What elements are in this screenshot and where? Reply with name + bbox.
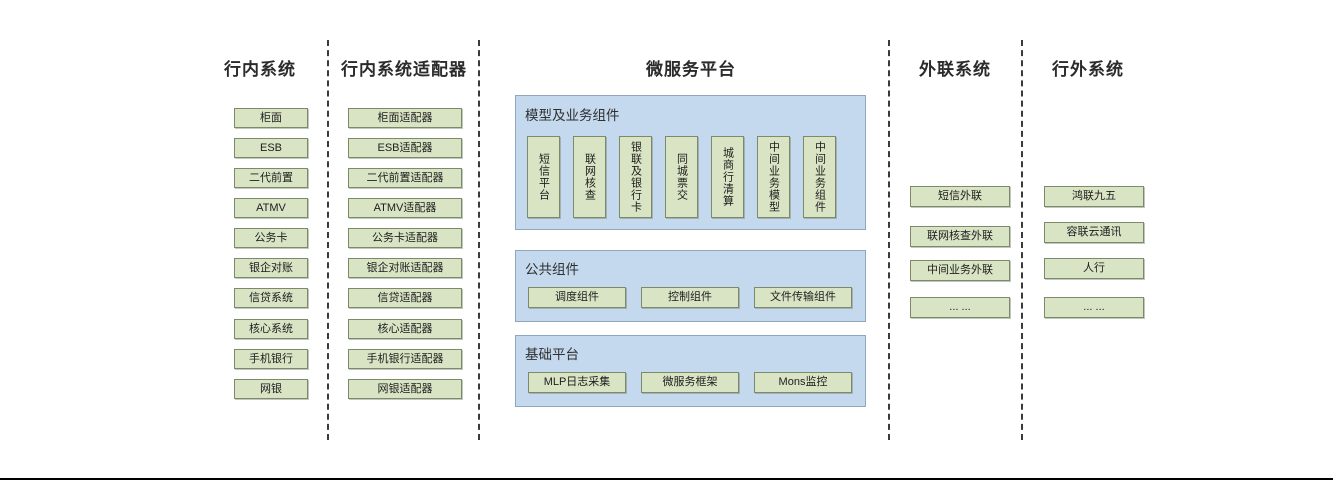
node-model-component-3[interactable]: 银联及银行卡 <box>619 136 652 218</box>
panel-title-model-business-components: 模型及业务组件 <box>525 108 620 123</box>
column-title-microservice-platform: 微服务平台 <box>646 60 736 79</box>
node-model-component-1[interactable]: 短信平台 <box>527 136 560 218</box>
bottom-divider <box>0 478 1333 480</box>
panel-public-components <box>515 250 866 322</box>
node-model-component-5-label: 城商行清算 <box>721 147 734 207</box>
node-internal-system-6[interactable]: 银企对账 <box>234 258 308 278</box>
node-internal-system-8[interactable]: 核心系统 <box>234 319 308 339</box>
node-internal-adapter-10[interactable]: 网银适配器 <box>348 379 462 399</box>
node-model-component-2-label: 联网核查 <box>583 153 596 201</box>
node-public-component-2[interactable]: 控制组件 <box>641 287 739 308</box>
node-internal-adapter-5[interactable]: 公务卡适配器 <box>348 228 462 248</box>
node-internal-system-4[interactable]: ATMV <box>234 198 308 218</box>
node-model-component-6-label: 中间业务模型 <box>767 141 780 213</box>
node-internal-adapter-6[interactable]: 银企对账适配器 <box>348 258 462 278</box>
panel-title-public-components: 公共组件 <box>525 262 579 277</box>
node-model-component-4-label: 同城票交 <box>675 153 688 201</box>
column-title-external-link-systems: 外联系统 <box>919 60 991 79</box>
node-public-component-3[interactable]: 文件传输组件 <box>754 287 852 308</box>
node-model-component-7-label: 中间业务组件 <box>813 141 826 213</box>
node-external-link-1[interactable]: 短信外联 <box>910 186 1010 207</box>
node-base-platform-2[interactable]: 微服务框架 <box>641 372 739 393</box>
column-title-internal-systems: 行内系统 <box>224 60 296 79</box>
node-outside-bank-3[interactable]: 人行 <box>1044 258 1144 279</box>
panel-base-platform <box>515 335 866 407</box>
node-external-link-3[interactable]: 中间业务外联 <box>910 260 1010 281</box>
column-separator-4 <box>1021 40 1023 440</box>
node-model-component-1-label: 短信平台 <box>537 153 550 201</box>
node-internal-adapter-1[interactable]: 柜面适配器 <box>348 108 462 128</box>
node-external-link-2[interactable]: 联网核查外联 <box>910 226 1010 247</box>
node-outside-bank-4[interactable]: ... ... <box>1044 297 1144 318</box>
node-internal-adapter-9[interactable]: 手机银行适配器 <box>348 349 462 369</box>
node-internal-system-3[interactable]: 二代前置 <box>234 168 308 188</box>
panel-title-base-platform: 基础平台 <box>525 347 579 362</box>
node-internal-adapter-3[interactable]: 二代前置适配器 <box>348 168 462 188</box>
node-internal-adapter-8[interactable]: 核心适配器 <box>348 319 462 339</box>
node-base-platform-1[interactable]: MLP日志采集 <box>528 372 626 393</box>
node-internal-system-1[interactable]: 柜面 <box>234 108 308 128</box>
node-internal-adapter-7[interactable]: 信贷适配器 <box>348 288 462 308</box>
node-internal-system-10[interactable]: 网银 <box>234 379 308 399</box>
column-title-internal-adapters: 行内系统适配器 <box>341 60 467 79</box>
node-internal-system-2[interactable]: ESB <box>234 138 308 158</box>
node-outside-bank-2[interactable]: 容联云通讯 <box>1044 222 1144 243</box>
column-separator-2 <box>478 40 480 440</box>
node-internal-system-5[interactable]: 公务卡 <box>234 228 308 248</box>
node-model-component-6[interactable]: 中间业务模型 <box>757 136 790 218</box>
node-model-component-7[interactable]: 中间业务组件 <box>803 136 836 218</box>
node-public-component-1[interactable]: 调度组件 <box>528 287 626 308</box>
column-title-outside-bank-systems: 行外系统 <box>1052 60 1124 79</box>
node-internal-adapter-4[interactable]: ATMV适配器 <box>348 198 462 218</box>
node-internal-system-7[interactable]: 信贷系统 <box>234 288 308 308</box>
node-internal-system-9[interactable]: 手机银行 <box>234 349 308 369</box>
node-model-component-2[interactable]: 联网核查 <box>573 136 606 218</box>
node-model-component-5[interactable]: 城商行清算 <box>711 136 744 218</box>
node-internal-adapter-2[interactable]: ESB适配器 <box>348 138 462 158</box>
node-model-component-3-label: 银联及银行卡 <box>629 141 642 213</box>
node-external-link-4[interactable]: ... ... <box>910 297 1010 318</box>
node-model-component-4[interactable]: 同城票交 <box>665 136 698 218</box>
column-separator-1 <box>327 40 329 440</box>
column-separator-3 <box>888 40 890 440</box>
node-base-platform-3[interactable]: Mons监控 <box>754 372 852 393</box>
node-outside-bank-1[interactable]: 鸿联九五 <box>1044 186 1144 207</box>
